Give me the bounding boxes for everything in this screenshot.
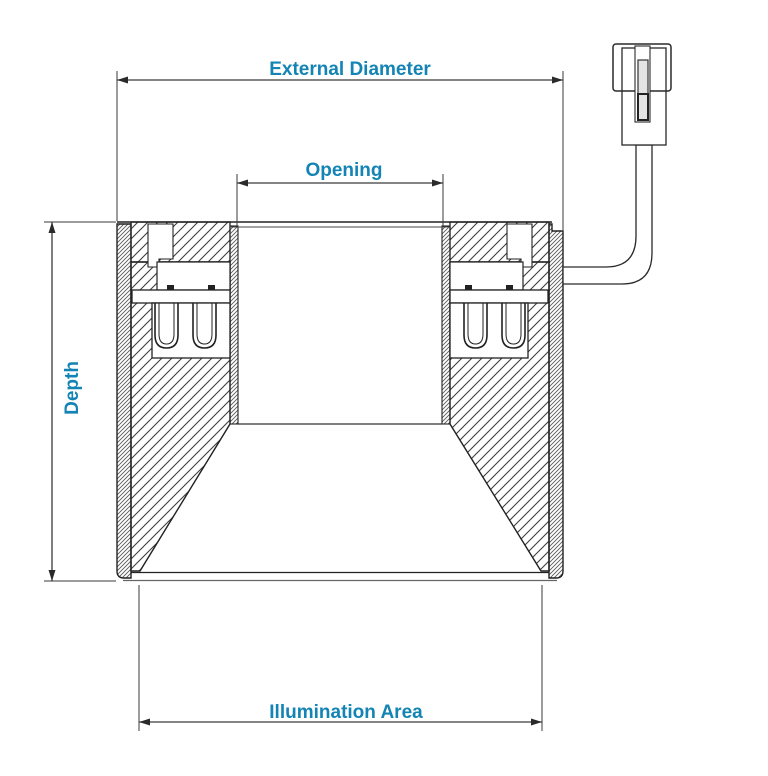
pcb-pin-right-1 bbox=[465, 285, 472, 290]
label-illumination-area: Illumination Area bbox=[269, 702, 423, 723]
led-module-left bbox=[131, 261, 231, 359]
dimension-depth bbox=[44, 221, 116, 582]
lamp-box-left bbox=[151, 302, 231, 359]
lamp-left-2-outer bbox=[192, 303, 217, 349]
lamp-right-1-inner bbox=[467, 303, 484, 345]
outer-wall-left bbox=[116, 223, 132, 579]
bore-tube-wall-left bbox=[229, 225, 239, 425]
lamp-left-2-inner bbox=[196, 303, 213, 345]
label-opening: Opening bbox=[305, 160, 382, 181]
pcb-right bbox=[449, 289, 549, 304]
pcb-pin-left-1 bbox=[167, 285, 174, 290]
label-depth: Depth bbox=[62, 361, 83, 415]
lamp-left-1-inner bbox=[158, 303, 175, 345]
lamp-right-1-outer bbox=[463, 303, 488, 349]
connector-pin bbox=[637, 59, 649, 121]
pcb-left bbox=[131, 289, 231, 304]
lamp-right-2-inner bbox=[505, 303, 522, 345]
connector-pin-tip bbox=[637, 93, 649, 121]
dimension-opening bbox=[236, 174, 444, 226]
lamp-right-2-outer bbox=[501, 303, 526, 349]
outer-wall-right bbox=[548, 223, 564, 579]
screw-slot-right bbox=[506, 223, 533, 268]
screw-slot-left bbox=[147, 223, 174, 268]
led-module-right bbox=[449, 261, 549, 359]
pcb-pin-right-2 bbox=[506, 285, 513, 290]
dimension-illumination-area bbox=[138, 585, 543, 731]
cable-and-connector bbox=[562, 43, 672, 285]
top-flange-right bbox=[449, 221, 550, 263]
label-external-diameter: External Diameter bbox=[269, 59, 431, 80]
lamp-left-1-outer bbox=[154, 303, 179, 349]
pcb-pin-left-2 bbox=[208, 285, 215, 290]
dimension-external-diameter bbox=[116, 71, 564, 230]
lamp-box-right bbox=[449, 302, 529, 359]
top-flange-left bbox=[130, 221, 231, 263]
bore-tube-wall-right bbox=[441, 225, 451, 425]
cable bbox=[562, 144, 653, 285]
